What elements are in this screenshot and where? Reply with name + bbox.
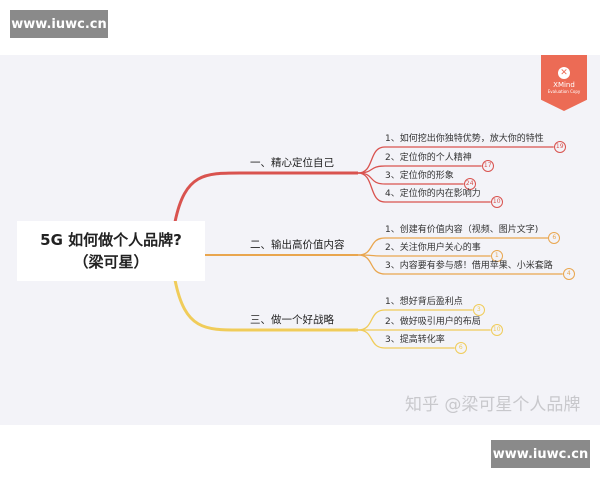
sub-line [357, 309, 473, 331]
subtopic-label[interactable]: 2、做好吸引用户的布局 [385, 317, 481, 327]
comment-count-badge[interactable]: 17 [481, 160, 494, 172]
subtopic-label[interactable]: 2、定位你的个人精神 [385, 153, 472, 163]
subtopic-label[interactable]: 1、创建有价值内容（视频、图片文字) [385, 225, 539, 235]
branch-line [173, 279, 358, 332]
sub-line [357, 254, 491, 257]
comment-count-badge[interactable]: 3 [472, 304, 485, 316]
comment-count-badge[interactable]: 10 [490, 196, 503, 208]
subtopic-label[interactable]: 3、定位你的形象 [385, 171, 454, 181]
comment-count-badge[interactable]: 24 [463, 178, 476, 190]
xmind-logo-icon: ✕ [558, 67, 570, 79]
xmind-badge: ✕ XMind Evaluation Copy [541, 55, 587, 111]
branch-label[interactable]: 三、做一个好战略 [250, 314, 334, 326]
subtopic-label[interactable]: 1、想好背后盈利点 [385, 297, 463, 307]
branch-line [173, 171, 358, 223]
sub-line [357, 254, 563, 275]
sub-line [357, 329, 455, 349]
xmind-sub: Evaluation Copy [547, 89, 581, 94]
xmind-name: XMind [553, 81, 575, 89]
comment-count-badge[interactable]: 4 [562, 268, 575, 280]
branch-label[interactable]: 二、输出高价值内容 [250, 239, 345, 251]
central-title: 5G 如何做个人品牌? [40, 231, 182, 249]
subtopic-label[interactable]: 3、提高转化率 [385, 335, 445, 345]
sub-line [357, 146, 554, 174]
sub-line [357, 172, 491, 203]
comment-count-badge[interactable]: 10 [490, 324, 503, 336]
comment-count-badge[interactable]: 6 [548, 232, 561, 244]
central-topic[interactable]: 5G 如何做个人品牌? （梁可星） [17, 221, 205, 281]
watermark-top: www.iuwc.cn [10, 10, 108, 38]
subtopic-label[interactable]: 4、定位你的内在影响力 [385, 189, 481, 199]
comment-count-badge[interactable]: 1 [490, 250, 503, 262]
subtopic-label[interactable]: 3、内容要有参与感！借用苹果、小米套路 [385, 261, 553, 271]
comment-count-badge[interactable]: 19 [553, 141, 566, 153]
central-subtitle: （梁可星） [73, 253, 149, 271]
branch-label[interactable]: 一、精心定位自己 [250, 157, 334, 169]
subtopic-label[interactable]: 2、关注你用户关心的事 [385, 243, 481, 253]
watermark-bottom: www.iuwc.cn [491, 440, 590, 468]
subtopic-label[interactable]: 1、如何挖出你独特优势，放大你的特性 [385, 134, 544, 144]
author-credit: 知乎 @梁可星个人品牌 [405, 395, 581, 415]
comment-count-badge[interactable]: 6 [454, 342, 467, 354]
